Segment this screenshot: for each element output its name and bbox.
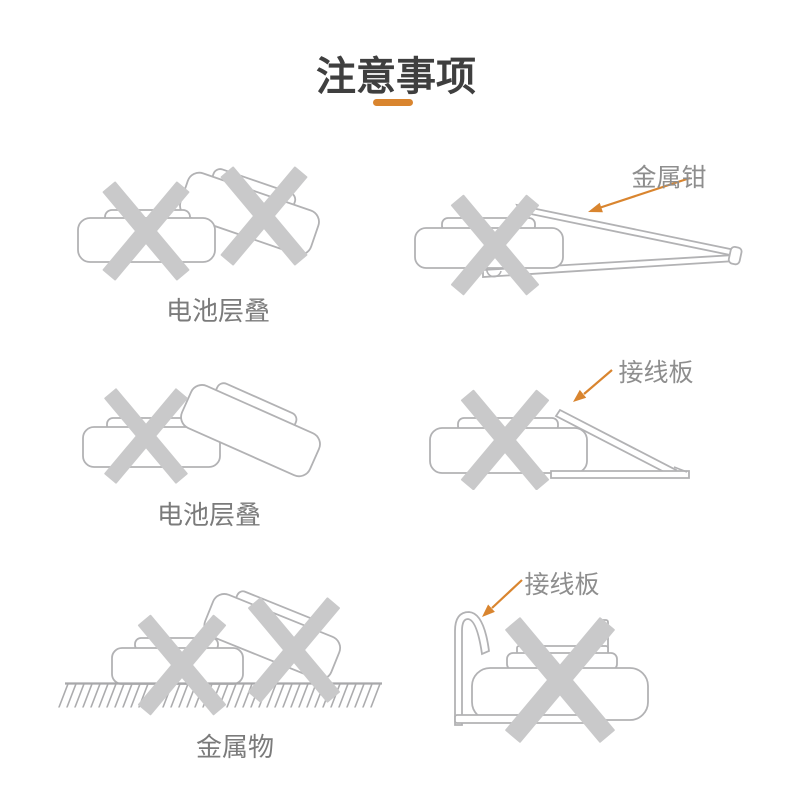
annotation-arrow-icon bbox=[482, 579, 523, 617]
battery-stacking-illustration bbox=[77, 166, 320, 281]
annotation-arrow-icon bbox=[573, 369, 613, 402]
panel-terminal-board-hook: 接线板 bbox=[430, 555, 750, 770]
panel-battery-stacking-2: 电池层叠 bbox=[60, 370, 350, 535]
battery-stacking-illustration bbox=[82, 382, 321, 484]
prohibition-x-icon bbox=[104, 388, 188, 484]
prohibition-x-icon bbox=[505, 617, 615, 743]
terminal-board-ramp-illustration bbox=[429, 369, 690, 490]
battery-illustration-tilted bbox=[180, 382, 321, 478]
annotation-terminal-board-label: 接线板 bbox=[524, 571, 600, 599]
annotation-arrow-icon bbox=[588, 176, 691, 213]
caption-battery-stacking: 电池层叠 bbox=[165, 296, 271, 326]
prohibition-x-icon bbox=[220, 166, 308, 266]
metal-surface-illustration bbox=[58, 590, 383, 716]
panel-terminal-board-ramp: 接线板 bbox=[410, 350, 710, 500]
terminal-board-ramp-shape bbox=[550, 408, 690, 479]
pliers-hook-detail bbox=[486, 267, 502, 278]
panel-metal-object: 金属物 bbox=[45, 580, 395, 770]
terminal-board-hook-illustration bbox=[454, 579, 649, 743]
prohibition-x-icon bbox=[450, 194, 540, 296]
terminal-board-hook-shape bbox=[454, 611, 490, 726]
annotation-terminal-board-label: 接线板 bbox=[618, 359, 694, 387]
pliers-tip bbox=[727, 245, 743, 266]
title-underline-accent bbox=[373, 99, 413, 106]
prohibition-x-icon bbox=[137, 614, 227, 716]
prohibition-x-icon bbox=[460, 389, 550, 490]
prohibition-x-icon bbox=[248, 597, 340, 703]
panel-battery-stacking-1: 电池层叠 bbox=[55, 160, 355, 340]
page-title: 注意事项 bbox=[316, 55, 476, 99]
metal-pliers-illustration bbox=[414, 176, 743, 296]
panel-metal-pliers: 金属钳 bbox=[405, 150, 750, 300]
annotation-metal-pliers-label: 金属钳 bbox=[631, 164, 707, 192]
caption-battery-stacking: 电池层叠 bbox=[156, 500, 262, 530]
caption-metal-object: 金属物 bbox=[195, 732, 275, 762]
prohibition-x-icon bbox=[102, 181, 190, 281]
